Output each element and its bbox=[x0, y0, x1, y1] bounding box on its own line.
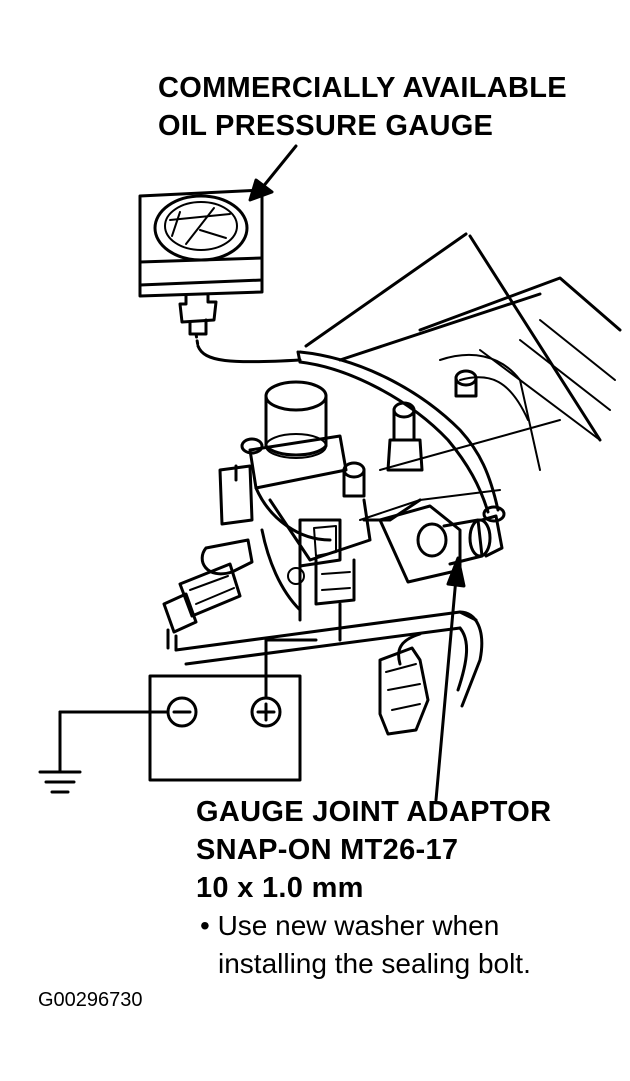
adaptor-pointer-arrow bbox=[434, 556, 466, 802]
gauge-label-line2: OIL PRESSURE GAUGE bbox=[158, 110, 494, 142]
gauge-label-line1: COMMERCIALLY AVAILABLE bbox=[158, 72, 567, 104]
adaptor-label-line3: 10 x 1.0 mm bbox=[196, 872, 364, 904]
ground-symbol-icon bbox=[38, 770, 82, 794]
washer-note-line1: • Use new washer when bbox=[200, 910, 500, 941]
solenoid-valve bbox=[218, 380, 422, 612]
adaptor-label-line1: GAUGE JOINT ADAPTOR bbox=[196, 796, 552, 828]
washer-note-line2: installing the sealing bolt. bbox=[218, 948, 531, 979]
pressure-hose bbox=[196, 344, 500, 514]
battery-circuit bbox=[58, 638, 318, 782]
wiring-harness bbox=[174, 558, 484, 708]
gauge-joint-adaptor bbox=[378, 504, 506, 584]
electrical-connector bbox=[378, 646, 430, 736]
figure-code: G00296730 bbox=[38, 989, 143, 1011]
adaptor-label-line2: SNAP-ON MT26-17 bbox=[196, 834, 459, 866]
oil-pressure-gauge bbox=[138, 188, 264, 348]
gauge-pointer-arrow bbox=[248, 144, 298, 202]
oil-pressure-switch bbox=[162, 538, 254, 652]
